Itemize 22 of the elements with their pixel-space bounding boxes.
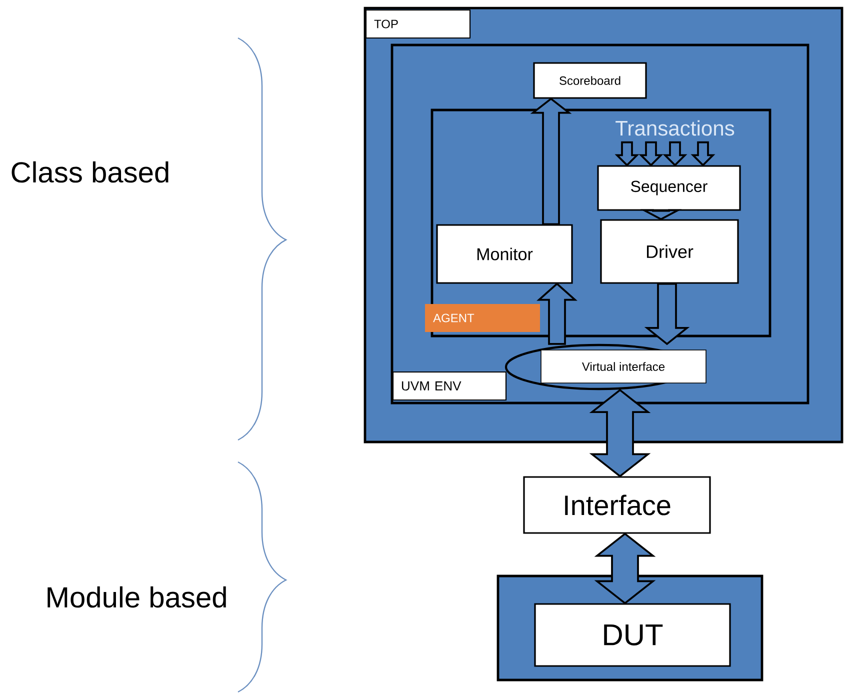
transactions-text: Transactions — [616, 120, 734, 136]
driver-box: Driver — [600, 219, 739, 284]
block-arrow — [640, 209, 682, 220]
block-arrow — [614, 141, 640, 167]
block-arrow — [536, 282, 578, 345]
interface-box: Interface — [523, 476, 711, 534]
side-label: Class based — [12, 161, 168, 183]
label-box: Virtual interface — [540, 350, 706, 384]
side-label: Module based — [48, 586, 226, 608]
frame-label: TOP — [365, 9, 471, 39]
block-arrow — [594, 532, 656, 604]
monitor-box: Monitor — [436, 224, 573, 284]
block-arrow — [638, 141, 664, 167]
frame-label: UVM ENV — [392, 371, 507, 401]
block-arrow — [530, 98, 572, 226]
block-arrow — [662, 141, 688, 167]
dut-box: DUT — [534, 603, 731, 667]
block-arrow — [690, 141, 716, 167]
scoreboard-box: Scoreboard — [533, 62, 647, 99]
frame-label: AGENT — [425, 304, 540, 332]
sequencer-box: Sequencer — [597, 165, 741, 211]
block-arrow — [644, 282, 690, 346]
